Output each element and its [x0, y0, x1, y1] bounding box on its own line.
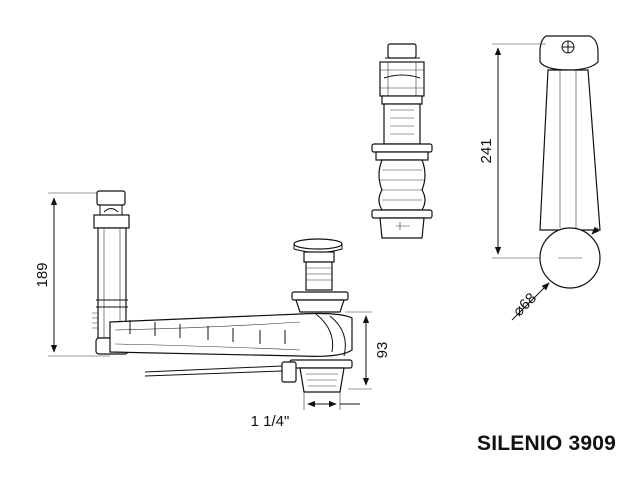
dimension-length: 241	[478, 43, 546, 259]
dimension-height-left: 189	[34, 192, 110, 357]
outlet-fitting	[144, 359, 353, 393]
product-title: SILENIO 3909	[477, 432, 616, 455]
dimension-label-93: 93	[374, 342, 391, 359]
overflow-arm-view: 241 ⌀68	[478, 35, 601, 321]
dimension-height-right: 93	[345, 311, 391, 390]
dimension-label-189: 189	[34, 262, 51, 287]
dimension-connection: 1 1/4"	[251, 392, 360, 430]
valve-body-view	[371, 43, 433, 239]
dimension-label-diameter: ⌀68	[510, 290, 540, 320]
drain-hose	[109, 312, 353, 357]
side-view-assembly: 189 93 1 1/4"	[34, 190, 391, 430]
dimension-label-241: 241	[478, 138, 495, 163]
drain-plug	[291, 238, 349, 313]
dimension-label-connection: 1 1/4"	[251, 413, 290, 430]
